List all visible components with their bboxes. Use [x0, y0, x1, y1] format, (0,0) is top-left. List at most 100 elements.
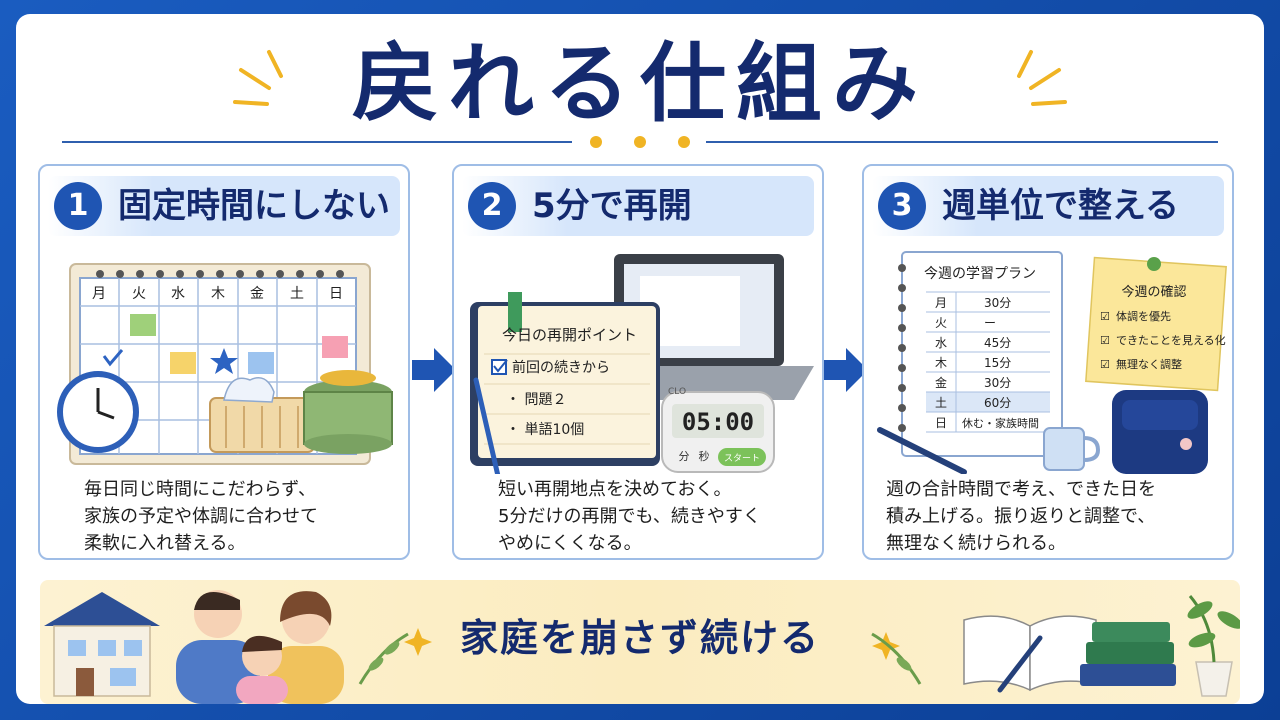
plan-day: 日: [935, 416, 947, 430]
notebook-item: ・ 問題２: [506, 392, 566, 408]
star-icon: [210, 348, 238, 374]
arrow-right-icon: [412, 348, 456, 392]
timer-second-button: 秒: [699, 449, 710, 463]
left-sparkle-icon: [233, 50, 283, 106]
description-line: 柔軟に入れ替える。: [84, 533, 246, 554]
plan-day: 火: [935, 316, 947, 330]
step-panel-3: 3 週単位で整える 今週の学習プラン 月 30分 火 ー 水 45分 木 15分…: [862, 164, 1234, 560]
plan-day: 木: [935, 356, 947, 370]
description-line: 5分だけの再開でも、続きやすく: [498, 506, 761, 527]
arrow-right-icon: [824, 348, 868, 392]
calendar-day-label: 水: [171, 286, 185, 302]
checkbox-icon: [491, 359, 507, 375]
timer-start-button: スタート: [724, 453, 760, 464]
step-number-badge: 3: [878, 182, 926, 230]
step-description: 短い再開地点を決めておく。 5分だけの再開でも、続きやすく やめにくくなる。: [498, 476, 818, 557]
banner-slogan: 家庭を崩さず続ける: [459, 616, 820, 660]
divider-dot: [590, 136, 602, 148]
plan-value: 30分: [984, 296, 1011, 310]
step-title: 週単位で整える: [942, 186, 1179, 226]
plan-value: 60分: [984, 396, 1011, 410]
right-sparkle-icon: [1017, 50, 1067, 106]
pen-icon: [877, 427, 967, 474]
divider-dot: [678, 136, 690, 148]
sparkle-icon: [404, 628, 432, 656]
calendar-day-label: 金: [250, 286, 264, 302]
sticky-note-icon: [170, 352, 196, 374]
house-icon: [44, 592, 160, 697]
step-header: 1 固定時間にしない: [48, 176, 400, 236]
notebook-item: ・ 単語10個: [506, 422, 584, 438]
check-icon: ☑: [1100, 334, 1110, 347]
family-icon: [176, 590, 344, 704]
calendar-illustration: 月 火 水 木 金 土 日: [57, 263, 393, 465]
calendar-day-label: 日: [329, 286, 343, 302]
memo-item: 無理なく調整: [1116, 357, 1182, 371]
plan-day: 土: [935, 396, 947, 410]
weekly-plan-illustration: 今週の学習プラン 月 30分 火 ー 水 45分 木 15分 金 30分 土 6…: [877, 251, 1227, 474]
plan-value: 15分: [984, 356, 1011, 370]
description-line: 家族の予定や体調に合わせて: [84, 506, 318, 527]
sparkle-icon: [872, 632, 900, 660]
mug-icon: [1043, 427, 1085, 471]
plan-day: 月: [935, 296, 947, 310]
plan-day: 水: [935, 336, 947, 350]
step-number-badge: 2: [468, 182, 516, 230]
description-line: 無理なく続けられる。: [886, 533, 1066, 554]
memo-item: できたことを見える化: [1116, 333, 1226, 347]
step-title: 5分で再開: [532, 186, 692, 226]
stacked-books-icon: [1080, 622, 1176, 686]
check-icon: ☑: [1100, 358, 1110, 371]
step-description: 毎日同じ時間にこだわらず、 家族の予定や体調に合わせて 柔軟に入れ替える。: [84, 476, 404, 557]
calendar-day-label: 木: [211, 286, 225, 302]
timer-brand: CLO: [668, 387, 686, 397]
potted-plant-icon: [1187, 595, 1240, 697]
bottom-banner: 家庭を崩さず続ける: [40, 580, 1240, 704]
step-title: 固定時間にしない: [118, 186, 390, 226]
description-line: 積み上げる。振り返りと調整で、: [886, 506, 1156, 527]
description-line: 週の合計時間で考え、できた日を: [886, 479, 1156, 500]
leaf-sprig-icon: [358, 632, 409, 685]
open-book-icon: [963, 615, 1097, 693]
step-header: 2 5分で再開: [462, 176, 814, 236]
sticky-note-icon: [130, 314, 156, 336]
plan-value: 休む・家族時間: [962, 416, 1039, 430]
sticky-note-icon: [248, 352, 274, 374]
plan-value: 30分: [984, 376, 1011, 390]
step-panel-1: 1 固定時間にしない 月 火 水 木 金 土 日: [38, 164, 410, 560]
title-divider-right: [706, 141, 1218, 143]
plan-day: 金: [935, 375, 947, 390]
infographic-card: 戻れる仕組み 1 固定時間にしない: [16, 14, 1264, 704]
pin-icon: [1147, 257, 1161, 271]
step-description: 週の合計時間で考え、できた日を 積み上げる。振り返りと調整で、 無理なく続けられ…: [886, 476, 1206, 557]
step-number-badge: 1: [54, 182, 102, 230]
sticky-note-icon: [322, 336, 348, 358]
step-panel-2: 2 5分で再開 今日の再開ポイント 前回の続きから ・ 問題２ ・ 単語10: [452, 164, 824, 560]
check-icon: ☑: [1100, 310, 1110, 323]
calendar-day-label: 月: [92, 286, 106, 302]
title-divider-left: [62, 141, 572, 143]
check-icon: [102, 349, 124, 367]
pen-icon: [473, 377, 501, 474]
page-title: 戻れる仕組み: [352, 34, 928, 134]
plan-value: ー: [984, 316, 996, 330]
plan-value: 45分: [984, 336, 1011, 350]
banner-illustrations: [44, 590, 1240, 704]
step-header: 3 週単位で整える: [872, 176, 1224, 236]
calendar-day-label: 土: [290, 286, 304, 302]
description-line: やめにくくなる。: [498, 533, 642, 554]
description-line: 毎日同じ時間にこだわらず、: [84, 479, 317, 500]
notebook-laptop-illustration: 今日の再開ポイント 前回の続きから ・ 問題２ ・ 単語10個 05:00 CL…: [470, 254, 814, 474]
timer-minute-button: 分: [679, 450, 690, 463]
plan-heading: 今週の学習プラン: [924, 266, 1036, 282]
notebook-item: 前回の続きから: [512, 359, 610, 376]
description-line: 短い再開地点を決めておく。: [498, 479, 732, 500]
memo-heading: 今週の確認: [1121, 284, 1186, 300]
timer-display: 05:00: [682, 408, 754, 436]
calendar-day-label: 火: [132, 286, 146, 302]
leaf-sprig-icon: [871, 632, 922, 685]
memo-item: 体調を優先: [1116, 309, 1171, 323]
divider-dot: [634, 136, 646, 148]
notebook-heading: 今日の再開ポイント: [502, 326, 637, 344]
